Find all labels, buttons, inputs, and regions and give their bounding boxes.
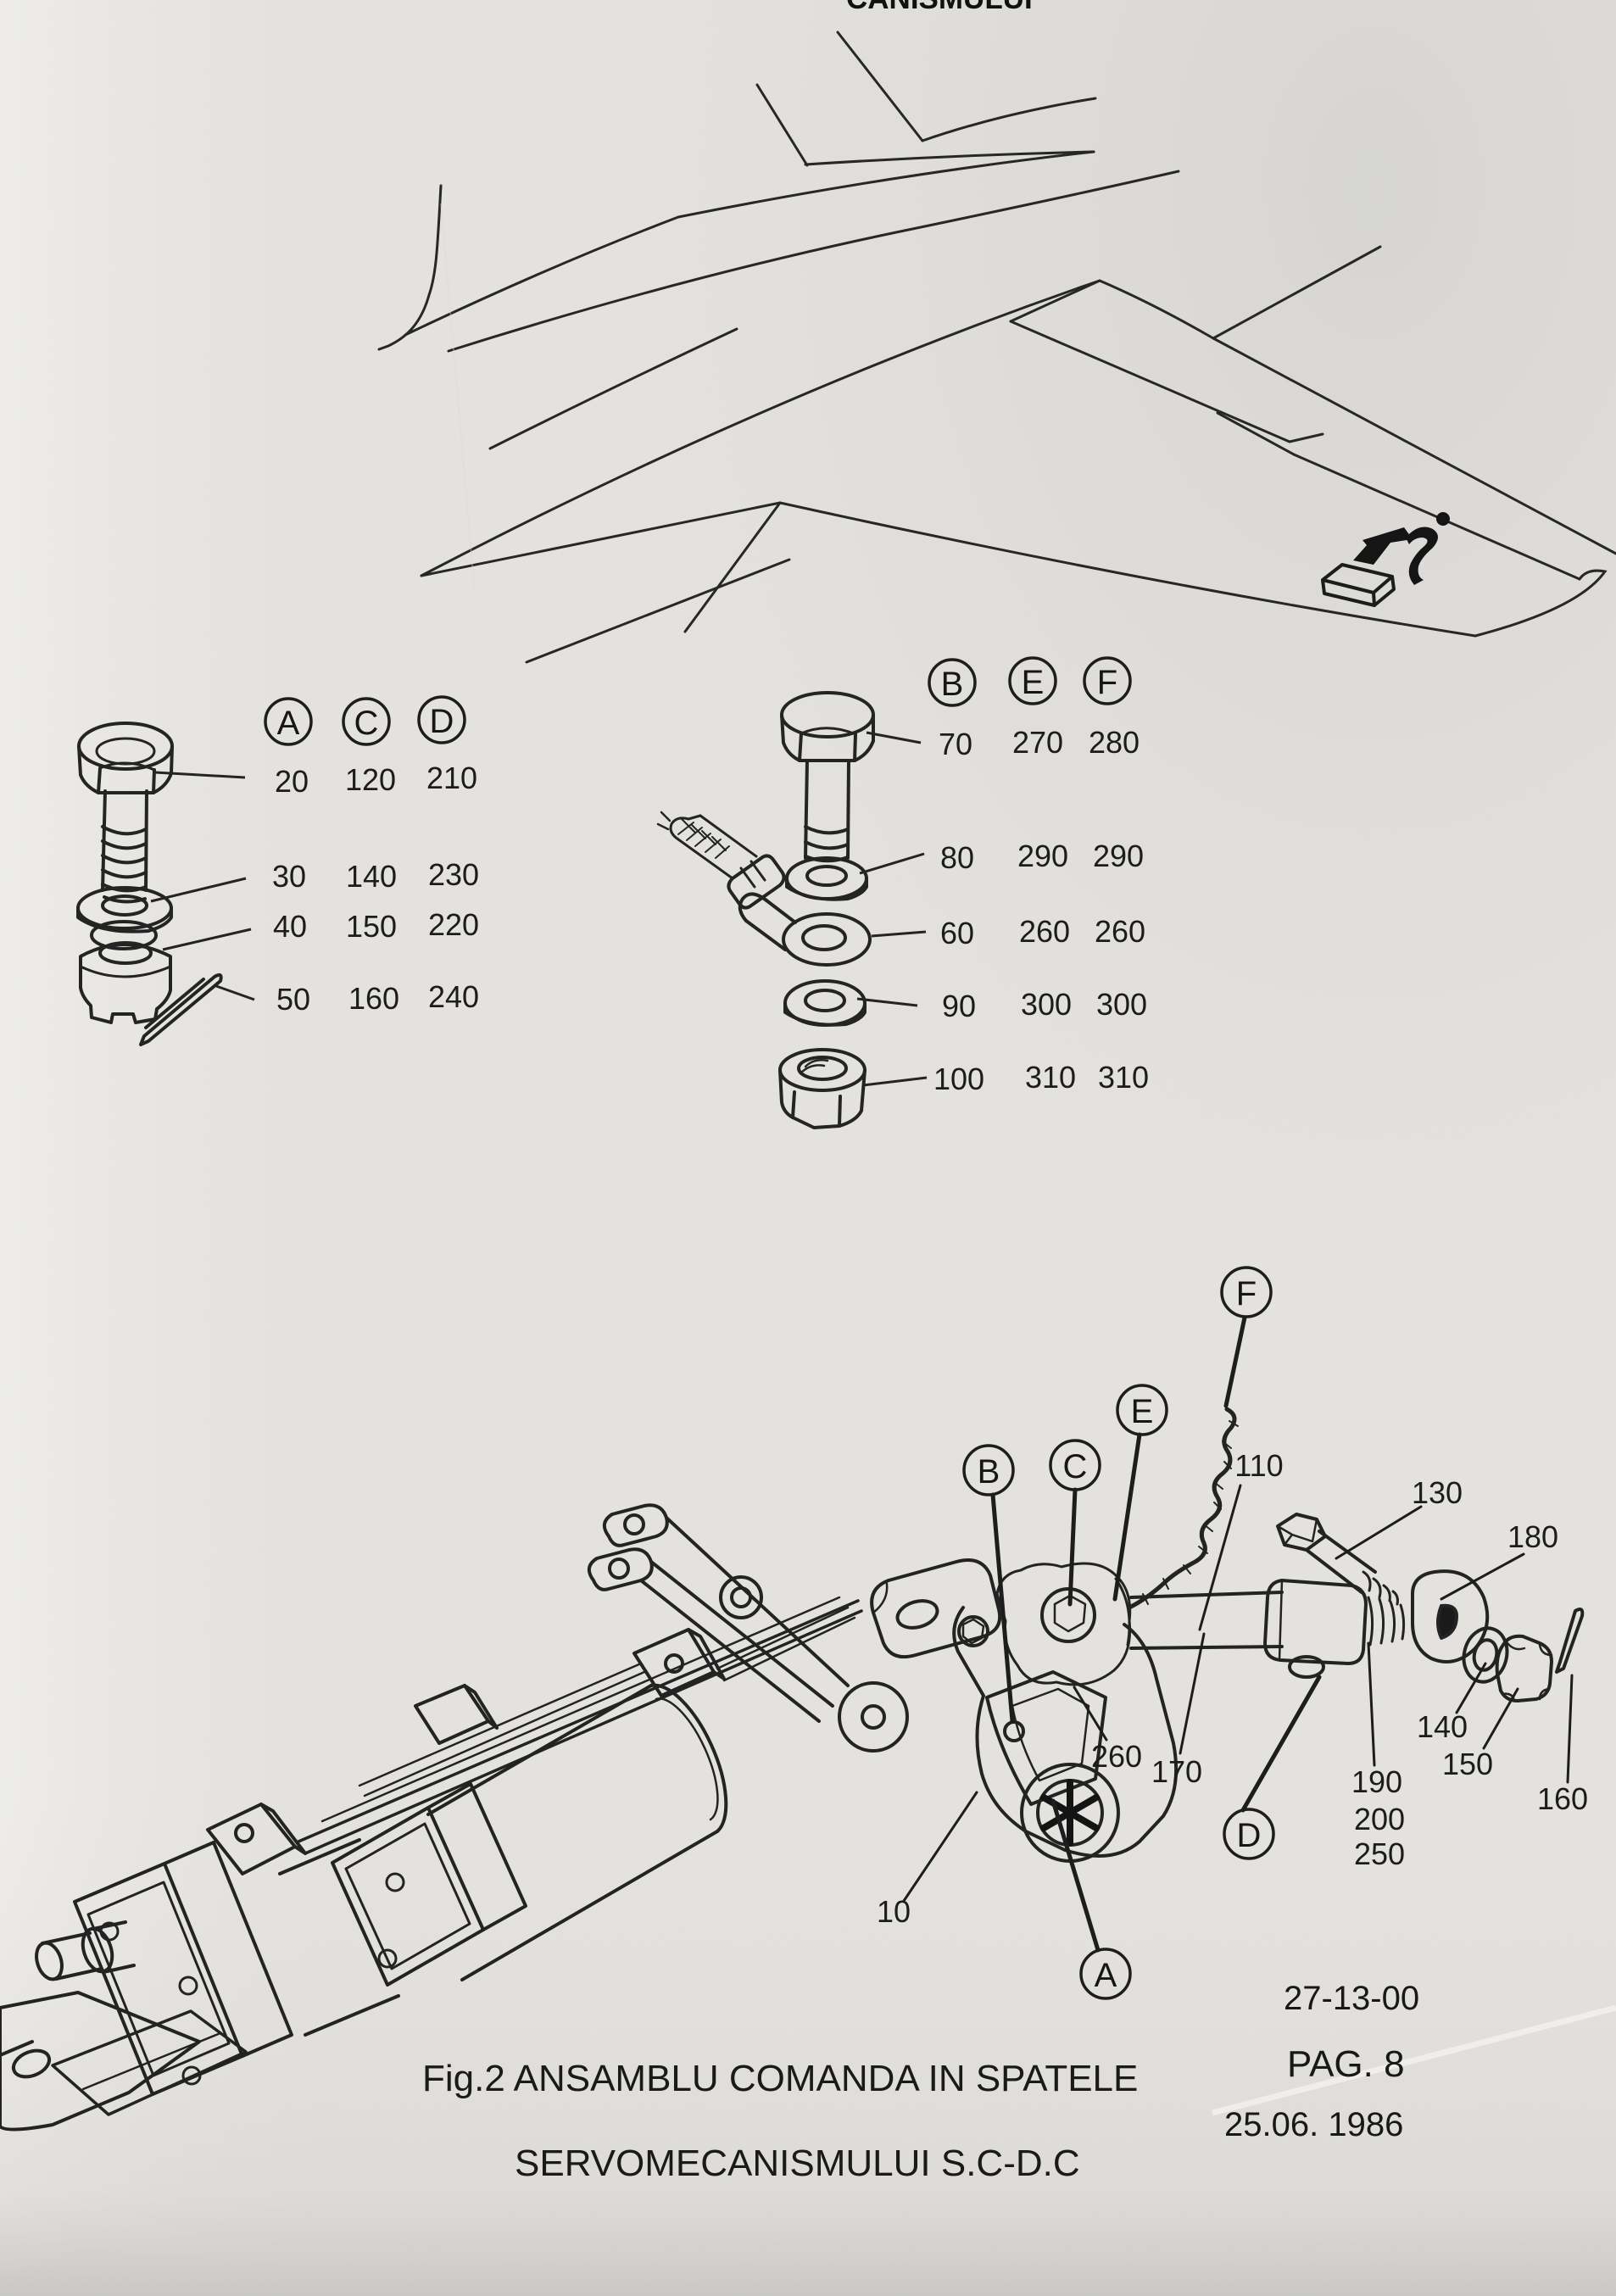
svg-text:180: 180 <box>1507 1519 1558 1554</box>
svg-text:210: 210 <box>426 761 477 795</box>
svg-text:CANISMULUI: CANISMULUI <box>846 0 1033 15</box>
svg-text:200: 200 <box>1354 1802 1405 1836</box>
svg-text:F: F <box>1236 1275 1257 1312</box>
svg-text:220: 220 <box>428 907 479 942</box>
svg-text:B: B <box>941 666 964 703</box>
svg-text:E: E <box>1022 664 1045 701</box>
svg-text:120: 120 <box>345 762 396 797</box>
svg-text:20: 20 <box>275 764 309 799</box>
svg-text:260: 260 <box>1095 914 1145 949</box>
svg-text:300: 300 <box>1096 987 1147 1022</box>
svg-text:300: 300 <box>1021 987 1072 1022</box>
svg-text:30: 30 <box>272 859 306 894</box>
svg-text:280: 280 <box>1089 725 1140 760</box>
svg-text:70: 70 <box>939 727 972 761</box>
svg-text:50: 50 <box>276 982 310 1017</box>
svg-text:B: B <box>978 1453 1000 1491</box>
svg-text:160: 160 <box>348 981 399 1016</box>
svg-text:240: 240 <box>428 979 479 1014</box>
svg-text:10: 10 <box>877 1894 911 1929</box>
svg-text:A: A <box>277 705 300 742</box>
svg-text:E: E <box>1131 1393 1154 1430</box>
svg-text:90: 90 <box>942 989 976 1023</box>
svg-text:140: 140 <box>1417 1709 1468 1744</box>
svg-text:A: A <box>1095 1957 1117 1994</box>
svg-text:25.06. 1986: 25.06. 1986 <box>1224 2106 1403 2143</box>
svg-text:150: 150 <box>346 909 397 944</box>
svg-text:310: 310 <box>1025 1060 1076 1095</box>
svg-text:290: 290 <box>1017 839 1068 873</box>
svg-text:40: 40 <box>273 909 307 944</box>
svg-text:80: 80 <box>940 840 974 875</box>
svg-text:140: 140 <box>346 859 397 894</box>
svg-text:110: 110 <box>1234 1448 1283 1483</box>
svg-text:250: 250 <box>1354 1836 1405 1871</box>
svg-text:260: 260 <box>1019 914 1070 949</box>
svg-text:310: 310 <box>1098 1060 1149 1095</box>
svg-text:C: C <box>354 705 379 742</box>
svg-text:130: 130 <box>1412 1475 1463 1510</box>
svg-text:100: 100 <box>933 1062 984 1096</box>
svg-text:D: D <box>1237 1817 1262 1854</box>
svg-text:170: 170 <box>1151 1754 1202 1789</box>
svg-text:Fig.2 ANSAMBLU COMANDA IN SPAT: Fig.2 ANSAMBLU COMANDA IN SPATELE <box>422 2058 1138 2099</box>
svg-text:190: 190 <box>1351 1764 1402 1799</box>
svg-text:60: 60 <box>940 916 974 950</box>
svg-text:C: C <box>1063 1448 1088 1485</box>
svg-text:PAG. 8: PAG. 8 <box>1287 2043 1405 2085</box>
svg-text:230: 230 <box>428 857 479 892</box>
svg-text:290: 290 <box>1093 839 1144 873</box>
svg-text:270: 270 <box>1012 725 1063 760</box>
svg-text:D: D <box>430 703 454 740</box>
svg-text:SERVOMECANISMULUI S.C-D.C: SERVOMECANISMULUI S.C-D.C <box>515 2143 1080 2184</box>
svg-text:160: 160 <box>1537 1781 1588 1816</box>
svg-text:27-13-00: 27-13-00 <box>1284 1980 1419 2017</box>
svg-text:260: 260 <box>1091 1739 1142 1774</box>
svg-text:150: 150 <box>1442 1747 1493 1781</box>
svg-text:F: F <box>1097 664 1117 701</box>
